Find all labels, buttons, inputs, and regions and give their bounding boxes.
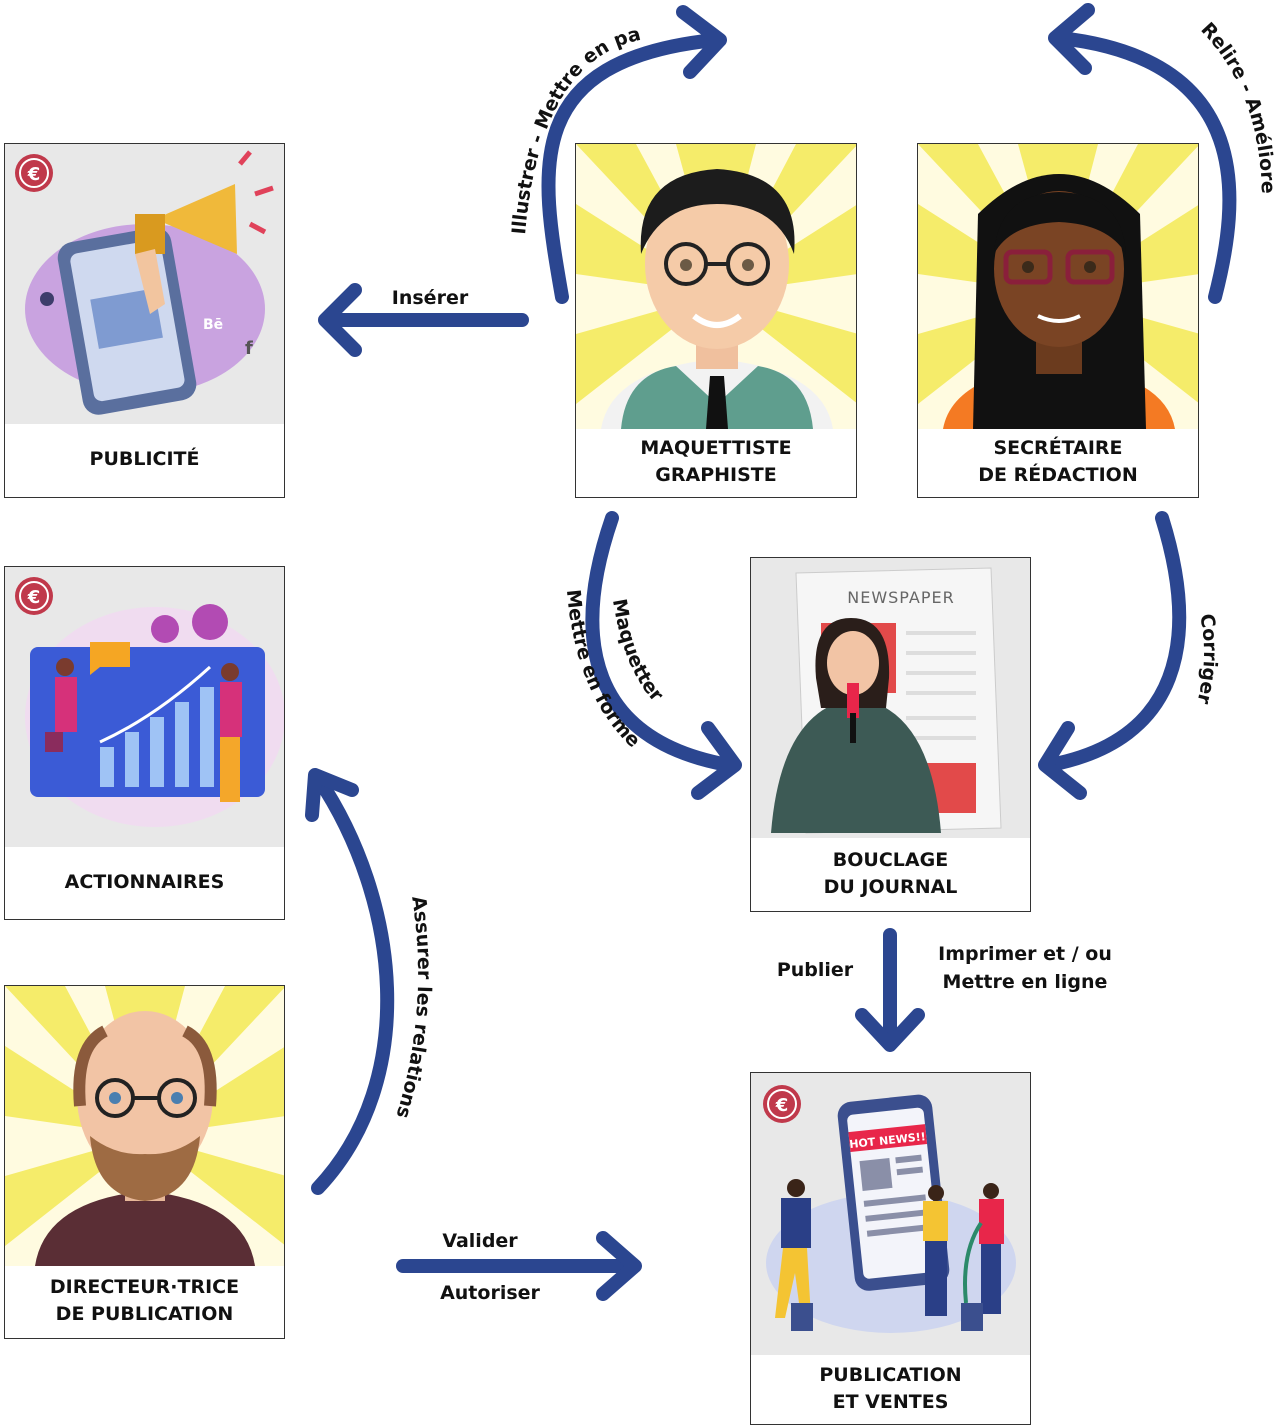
arrow-assurer: [311, 771, 395, 1195]
arrow-illustrer: [541, 33, 722, 304]
edge-label-imprimer-line1: Imprimer et / ou: [938, 943, 1112, 965]
edge-label-maquetter: Maquetter: [608, 597, 668, 706]
card-label-bouclage-line1: BOUCLAGE: [832, 848, 949, 871]
secretaire-avatar: [918, 144, 1198, 429]
growth-chart-icon: [25, 604, 284, 827]
card-label-publication-line2: ET VENTES: [832, 1390, 949, 1413]
card-directeur: DIRECTEUR·TRICE DE PUBLICATION: [4, 985, 285, 1339]
card-label-bouclage-line2: DU JOURNAL: [823, 875, 958, 898]
publication-illustration: HOT NEWS!! €: [751, 1073, 1030, 1355]
card-label-secretaire-line1: SECRÉTAIRE: [993, 437, 1123, 459]
card-actionnaires: € ACTIONNAIRES: [4, 566, 285, 920]
edge-label-corriger: Corriger: [1192, 612, 1221, 707]
card-label-maquettiste: MAQUETTISTE GRAPHISTE: [576, 427, 856, 497]
euro-badge-icon: €: [15, 577, 53, 615]
card-label-publication: PUBLICATION ET VENTES: [751, 1353, 1030, 1424]
card-label-directeur-line2: DE PUBLICATION: [55, 1303, 234, 1325]
card-bouclage: NEWSPAPER BOUCLAGE DU JOURNAL: [750, 557, 1031, 912]
card-label-maquettiste-line1: MAQUETTISTE: [640, 437, 792, 459]
arrowhead-assurer: [305, 768, 359, 822]
maquettiste-avatar: [576, 144, 856, 429]
arrow-mettre-en-forme: [585, 511, 735, 772]
svg-text:€: €: [27, 164, 41, 185]
card-label-secretaire-line2: DE RÉDACTION: [978, 464, 1138, 486]
arrowhead-illustrer: [676, 5, 727, 79]
arrow-corriger: [1043, 511, 1187, 772]
edge-label-inserer: Insérer: [391, 287, 469, 309]
card-label-directeur-line1: DIRECTEUR·TRICE: [49, 1276, 240, 1298]
card-label-actionnaires-line1: ACTIONNAIRES: [64, 870, 225, 893]
euro-badge-icon: €: [15, 154, 53, 192]
card-secretaire: SECRÉTAIRE DE RÉDACTION: [917, 143, 1199, 498]
arrowhead-publier: [855, 1008, 925, 1052]
svg-text:€: €: [775, 1095, 789, 1116]
megaphone-phone-icon: Bē f: [25, 150, 274, 415]
card-label-directeur: DIRECTEUR·TRICE DE PUBLICATION: [5, 1264, 284, 1338]
svg-text:f: f: [245, 338, 253, 359]
svg-text:Bē: Bē: [203, 317, 223, 333]
arrowhead-relire: [1048, 3, 1095, 75]
edge-label-imprimer: Imprimer et / ou Mettre en ligne: [920, 940, 1130, 996]
arrowhead-valider: [596, 1231, 642, 1301]
card-label-actionnaires: ACTIONNAIRES: [5, 845, 284, 919]
actionnaires-illustration: €: [5, 567, 284, 847]
edge-label-imprimer-line2: Mettre en ligne: [942, 971, 1108, 993]
card-label-publicite-line1: PUBLICITÉ: [89, 448, 200, 470]
arrowhead-inserer: [318, 283, 362, 357]
card-label-maquettiste-line2: GRAPHISTE: [655, 464, 777, 486]
woman-glasses-avatar-icon: [918, 144, 1198, 429]
arrowhead-corriger: [1038, 721, 1087, 800]
young-man-glasses-avatar-icon: [576, 144, 856, 429]
edge-label-publier: Publier: [776, 959, 854, 981]
card-label-secretaire: SECRÉTAIRE DE RÉDACTION: [918, 427, 1198, 497]
svg-text:€: €: [27, 587, 41, 608]
card-publication: HOT NEWS!! € PUBLICATION E: [750, 1072, 1031, 1425]
bouclage-illustration: NEWSPAPER: [751, 558, 1030, 838]
card-publicite: Bē f € PUBLICITÉ: [4, 143, 285, 498]
directeur-avatar: [5, 986, 284, 1266]
edge-label-valider: Valider: [442, 1230, 518, 1252]
card-label-publication-line1: PUBLICATION: [819, 1363, 962, 1386]
publicite-illustration: Bē f €: [5, 144, 284, 424]
card-label-publicite: PUBLICITÉ: [5, 422, 284, 497]
newspaper-title: NEWSPAPER: [847, 588, 955, 607]
bald-man-avatar-icon: [5, 986, 284, 1266]
card-maquettiste: MAQUETTISTE GRAPHISTE: [575, 143, 857, 498]
edge-label-autoriser: Autoriser: [440, 1282, 540, 1304]
hot-news-phone-icon: HOT NEWS!!: [766, 1094, 1016, 1333]
edge-label-assurer: Assurer les relations: [391, 895, 435, 1121]
arrow-relire: [1053, 31, 1237, 304]
card-label-bouclage: BOUCLAGE DU JOURNAL: [751, 836, 1030, 911]
newspaper-reporter-icon: NEWSPAPER: [771, 567, 1002, 834]
euro-badge-icon: €: [763, 1085, 801, 1123]
arrowhead-mettre-en-forme: [691, 721, 742, 800]
